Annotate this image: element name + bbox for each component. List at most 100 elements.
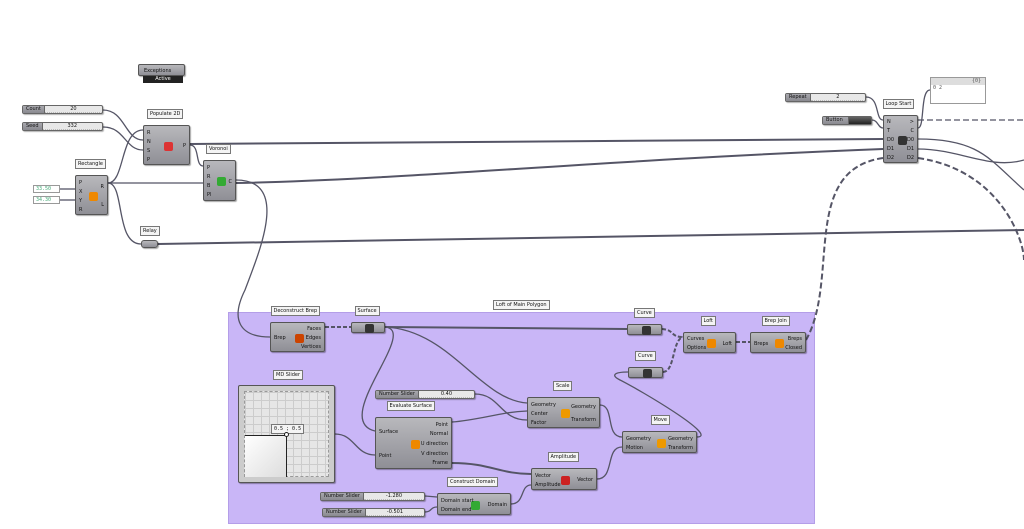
output-port[interactable]: D2 (906, 154, 914, 161)
input-port[interactable]: R (79, 206, 83, 213)
output-port[interactable]: Vertices (301, 343, 321, 350)
output-port[interactable]: Vector (577, 477, 593, 483)
exceptions-component[interactable]: Exceptions (138, 64, 185, 76)
wire (917, 89, 931, 129)
output-port[interactable]: > (909, 119, 914, 126)
input-port[interactable]: Vector (535, 472, 551, 479)
input-port[interactable]: N (887, 119, 891, 126)
input-port[interactable]: Curves (687, 336, 705, 343)
domain-start-slider[interactable]: Number Slider-1.280 (320, 492, 425, 501)
md-slider-handle[interactable] (284, 432, 289, 437)
slider-value[interactable]: -0.501 (365, 509, 424, 516)
input-port[interactable]: P (79, 179, 83, 186)
input-port[interactable]: Factor (531, 419, 547, 426)
wire (189, 138, 884, 145)
input-port[interactable]: Point (379, 453, 392, 459)
input-port[interactable]: N (147, 138, 151, 145)
output-port[interactable]: D1 (906, 145, 914, 152)
input-port[interactable]: P (207, 164, 211, 171)
input-port[interactable]: Options (687, 344, 707, 351)
output-port[interactable]: V direction (421, 450, 448, 457)
input-port[interactable]: D1 (887, 145, 895, 152)
output-port[interactable]: Loft (722, 340, 732, 347)
input-port[interactable]: Amplitude (535, 481, 561, 488)
output-port[interactable]: R (100, 184, 104, 190)
output-port[interactable]: Transform (668, 444, 693, 451)
button-component[interactable]: Button (822, 116, 872, 125)
input-port[interactable]: S (147, 147, 151, 154)
output-port[interactable]: Frame (432, 460, 448, 467)
input-port[interactable]: Y (79, 197, 83, 204)
output-panel[interactable]: {0} 0 2 (930, 77, 986, 104)
domain-end-slider[interactable]: Number Slider-0.501 (322, 508, 425, 517)
output-port[interactable]: Point (435, 421, 448, 428)
input-port[interactable]: Pl (207, 192, 212, 199)
button-face[interactable] (849, 117, 871, 124)
output-port[interactable]: Normal (429, 431, 448, 438)
output-port[interactable]: L (101, 202, 104, 208)
output-port[interactable]: Geometry (571, 403, 596, 410)
input-port[interactable]: D2 (887, 154, 895, 161)
output-port[interactable]: Closed (785, 344, 802, 351)
slider-value[interactable]: 2 (810, 94, 865, 101)
input-port[interactable]: Surface (379, 429, 399, 435)
slider-value[interactable]: 0.40 (418, 391, 474, 398)
input-port[interactable]: Domain start (441, 497, 474, 504)
output-port[interactable]: Domain (487, 502, 507, 508)
curve1-component[interactable] (627, 324, 662, 335)
output-port[interactable]: Breps (787, 336, 802, 343)
output-port[interactable]: D0 (906, 137, 914, 143)
input-port[interactable]: R (207, 173, 211, 180)
output-port[interactable]: C (910, 128, 915, 135)
output-port[interactable]: U direction (420, 441, 448, 447)
relay-component[interactable] (141, 240, 158, 248)
output-port[interactable]: Geometry (668, 435, 693, 442)
md-slider-area (245, 435, 287, 477)
input-port[interactable]: D0 (887, 137, 895, 143)
input-port[interactable]: B (207, 183, 211, 190)
output-port[interactable]: Edges (305, 335, 321, 341)
input-port[interactable]: Center (531, 410, 548, 417)
input-port[interactable]: Domain end (441, 506, 472, 513)
input-port[interactable]: T (887, 128, 891, 135)
slider-value[interactable]: 20 (44, 106, 102, 113)
wire (157, 229, 1024, 245)
input-port[interactable]: Motion (626, 444, 643, 451)
input-port[interactable]: R (147, 129, 151, 136)
curve2-component[interactable] (628, 367, 663, 378)
output-port[interactable]: Faces (307, 326, 321, 333)
input-port[interactable]: Geometry (626, 435, 651, 442)
input-port[interactable]: Brep (274, 335, 286, 341)
output-port[interactable]: C (228, 178, 233, 185)
slider-value[interactable]: 332 (42, 123, 102, 130)
output-port[interactable]: P (182, 143, 186, 149)
slider-value[interactable]: -1.280 (363, 493, 424, 500)
y-panel[interactable]: 34.30 (33, 196, 60, 204)
input-port[interactable]: P (147, 156, 151, 163)
deconstruct-title: Deconstruct Brep (270, 306, 321, 316)
surface-component[interactable] (351, 322, 385, 333)
input-port[interactable]: Breps (754, 340, 769, 347)
x-panel[interactable]: 33.50 (33, 185, 60, 193)
md-slider[interactable]: 0.5 ; 0.5 (238, 385, 335, 483)
output-port[interactable]: Transform (571, 417, 596, 424)
input-port[interactable]: X (79, 188, 83, 195)
input-port[interactable]: Geometry (531, 401, 556, 408)
